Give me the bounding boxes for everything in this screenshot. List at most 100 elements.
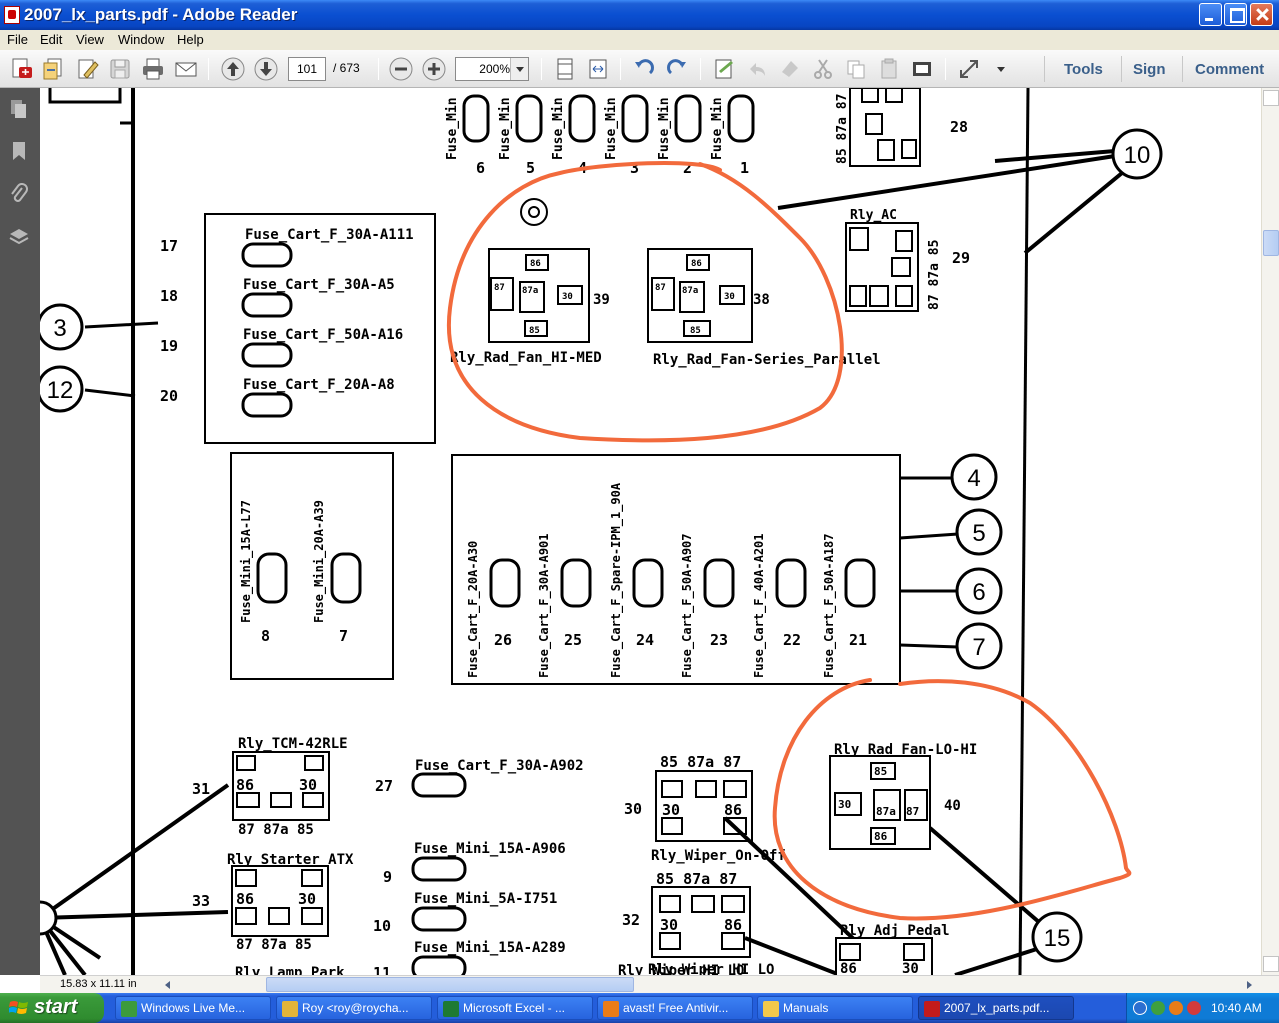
close-button[interactable] — [1250, 3, 1273, 26]
top-fuse-number: 6 — [476, 159, 485, 177]
menu-file[interactable]: File — [7, 32, 28, 47]
avast-tray-icon[interactable] — [1169, 1001, 1183, 1015]
svg-text:6: 6 — [972, 579, 985, 606]
svg-text:86: 86 — [724, 916, 742, 934]
scroll-down-button[interactable] — [1263, 956, 1279, 972]
system-tray: 10:40 AM — [1126, 993, 1279, 1023]
minimize-button[interactable] — [1199, 3, 1222, 26]
maximize-button[interactable] — [1224, 3, 1247, 26]
top-fuse-label: Fuse_Min — [710, 97, 725, 160]
fuse-number: 27 — [375, 777, 393, 795]
menu-view[interactable]: View — [76, 32, 104, 47]
svg-text:86: 86 — [874, 830, 888, 843]
callout-number: 10 — [1124, 142, 1151, 169]
menu-help[interactable]: Help — [177, 32, 204, 47]
svg-text:86: 86 — [236, 776, 254, 794]
zoom-out-icon[interactable] — [388, 56, 414, 82]
pdf-page-diagram: Fuse_Min Fuse_Min Fuse_Min Fuse_Min Fuse… — [40, 88, 1163, 975]
horizontal-scroll-thumb[interactable] — [266, 977, 634, 992]
taskbar-item-manuals[interactable]: Manuals — [757, 996, 913, 1020]
zoom-in-icon[interactable] — [421, 56, 447, 82]
scroll-right-button[interactable] — [1242, 977, 1258, 993]
attachments-icon[interactable] — [8, 183, 30, 205]
title-bar[interactable]: 2007_lx_parts.pdf - Adobe Reader — [0, 0, 1279, 30]
fill-sign-icon[interactable] — [711, 56, 737, 82]
svg-text:30: 30 — [662, 801, 680, 819]
toolbar-options-icon[interactable] — [988, 56, 1014, 82]
fuse-label: Fuse_Cart_F_30A-A111 — [245, 227, 414, 243]
copy-icon[interactable] — [843, 56, 869, 82]
sign-button[interactable]: Sign — [1133, 61, 1166, 78]
rotate-clockwise-icon[interactable] — [664, 56, 690, 82]
fit-page-icon[interactable] — [552, 56, 578, 82]
tools-button[interactable]: Tools — [1064, 61, 1103, 78]
taskbar-item-adobe-reader[interactable]: 2007_lx_parts.pdf... — [918, 996, 1074, 1020]
cut-icon[interactable] — [810, 56, 836, 82]
svg-text:87 87a 85: 87 87a 85 — [238, 822, 314, 838]
top-fuse-label: Fuse_Min — [551, 97, 566, 160]
next-page-icon[interactable] — [253, 56, 279, 82]
clock[interactable]: 10:40 AM — [1211, 1001, 1262, 1015]
vertical-scrollbar[interactable] — [1261, 88, 1279, 975]
menu-bar: File Edit View Window Help — [0, 30, 1279, 50]
security-alert-icon[interactable] — [1187, 1001, 1201, 1015]
svg-text:7: 7 — [972, 634, 985, 661]
combine-files-icon[interactable] — [41, 56, 67, 82]
show-hidden-icons-icon[interactable] — [1133, 1001, 1147, 1015]
relay-label: Rly_Rad_Fan-LO-HI — [834, 742, 977, 758]
page-thumbnails-icon[interactable] — [8, 98, 30, 120]
svg-text:30: 30 — [298, 890, 316, 908]
fit-width-icon[interactable] — [585, 56, 611, 82]
top-fuse-label: Fuse_Min — [445, 97, 460, 160]
relay-label: Rly_Starter_ATX — [227, 852, 354, 868]
create-pdf-icon[interactable] — [9, 56, 35, 82]
email-icon[interactable] — [173, 56, 199, 82]
svg-text:30: 30 — [902, 961, 919, 975]
relay-label: Rly_Adj_Pedal — [840, 923, 950, 939]
snapshot-icon[interactable] — [909, 56, 935, 82]
vertical-scroll-thumb[interactable] — [1263, 230, 1279, 256]
page-number-input[interactable]: 101 — [288, 57, 326, 81]
relay-label: Rly_Wiper_HI LO — [618, 963, 744, 975]
orange-annotation-circle — [446, 161, 844, 443]
page-size-label: 15.83 x 11.11 in — [60, 978, 137, 990]
svg-text:85 87a 87: 85 87a 87 — [656, 870, 737, 888]
undo-icon[interactable] — [744, 56, 770, 82]
fuse-label: Fuse_Cart_F_20A-A8 — [243, 377, 395, 393]
menu-edit[interactable]: Edit — [40, 32, 63, 47]
save-icon[interactable] — [107, 56, 133, 82]
svg-text:85 87a 87: 85 87a 87 — [660, 753, 741, 771]
scroll-up-button[interactable] — [1263, 90, 1279, 106]
taskbar-item-avast[interactable]: avast! Free Antivir... — [597, 996, 753, 1020]
zoom-select[interactable]: 200% — [455, 57, 529, 81]
taskbar-item-excel[interactable]: Microsoft Excel - ... — [437, 996, 593, 1020]
paste-icon[interactable] — [876, 56, 902, 82]
taskbar-item-email[interactable]: Roy <roy@roycha... — [276, 996, 432, 1020]
svg-text:86: 86 — [530, 259, 541, 269]
full-screen-icon[interactable] — [956, 56, 982, 82]
scroll-left-button[interactable] — [160, 977, 176, 993]
fuse-label: Fuse_Cart_F_50A-A907 — [680, 534, 695, 679]
previous-page-icon[interactable] — [220, 56, 246, 82]
callout-15 — [1031, 911, 1083, 963]
svg-text:87: 87 — [906, 805, 919, 818]
fuse-number: 9 — [383, 868, 392, 886]
start-button[interactable]: start — [0, 993, 104, 1023]
fuse-label: Fuse_Cart_F_30A-A901 — [537, 534, 552, 679]
relay-label: Rly_Rad_Fan-Series_Parallel — [653, 352, 881, 368]
chevron-down-icon[interactable] — [510, 58, 528, 80]
highlight-icon[interactable] — [777, 56, 803, 82]
menu-window[interactable]: Window — [118, 32, 165, 47]
callout-5 — [955, 508, 1003, 556]
comment-button[interactable]: Comment — [1195, 61, 1265, 78]
layers-icon[interactable] — [8, 226, 30, 248]
svg-text:85: 85 — [690, 326, 701, 336]
network-icon[interactable] — [1151, 1001, 1165, 1015]
bookmarks-icon[interactable] — [8, 140, 30, 162]
edit-document-icon[interactable] — [75, 56, 101, 82]
taskbar-item-windows-live[interactable]: Windows Live Me... — [115, 996, 271, 1020]
excel-icon — [443, 1001, 459, 1017]
rotate-counterclockwise-icon[interactable] — [631, 56, 657, 82]
print-icon[interactable] — [140, 56, 166, 82]
document-view[interactable]: Fuse_Min Fuse_Min Fuse_Min Fuse_Min Fuse… — [40, 88, 1261, 975]
